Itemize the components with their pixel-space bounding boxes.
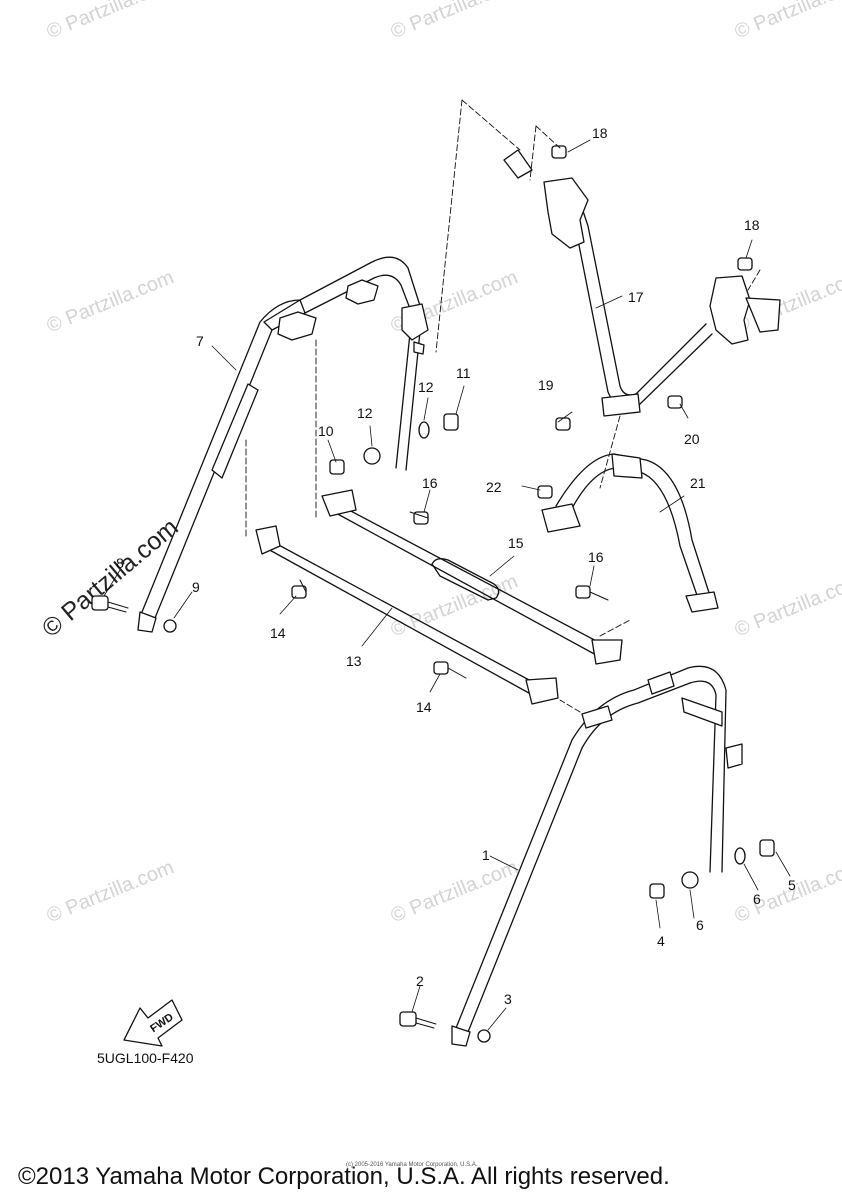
upper-cross-bar xyxy=(321,489,623,665)
callout-3: 3 xyxy=(504,991,512,1007)
callout-17: 17 xyxy=(628,289,644,305)
diagram-code: 5UGL100-F420 xyxy=(97,1050,194,1066)
bolt-22 xyxy=(537,485,553,499)
leader-lines xyxy=(103,139,791,1031)
collar-12-lower xyxy=(363,447,381,465)
callout-1: 1 xyxy=(482,847,490,863)
callout-2: 2 xyxy=(416,973,424,989)
callout-22: 22 xyxy=(486,479,502,495)
brace-bar xyxy=(503,149,781,417)
bolt-threads xyxy=(107,511,609,1029)
bolt-4 xyxy=(649,883,665,899)
bolt-2 xyxy=(399,1011,417,1027)
callout-19: 19 xyxy=(538,377,554,393)
fwd-arrow-icon xyxy=(123,999,183,1047)
bolt-20 xyxy=(667,395,683,409)
callout-6-upper: 6 xyxy=(753,891,761,907)
bolt-11 xyxy=(443,413,459,431)
bolt-16-lower xyxy=(575,585,591,599)
callout-14-center: 14 xyxy=(416,699,432,715)
bolt-19 xyxy=(555,417,571,431)
callout-5: 5 xyxy=(788,877,796,893)
bolt-18-right xyxy=(737,257,753,271)
callout-11: 11 xyxy=(456,365,471,381)
callout-14-left: 14 xyxy=(270,625,286,641)
callout-20: 20 xyxy=(684,431,700,447)
front-roll-bar xyxy=(451,665,743,1047)
small-copyright: (c) 2005-2016 Yamaha Motor Corporation, … xyxy=(346,1162,478,1168)
collar-6-lower xyxy=(681,871,699,889)
callout-12-upper: 12 xyxy=(418,379,434,395)
callout-12-lower: 12 xyxy=(357,405,373,421)
washer-12-upper xyxy=(418,421,430,439)
nut-9 xyxy=(163,619,177,633)
callout-13: 13 xyxy=(346,653,362,669)
lower-cross-bar xyxy=(255,525,559,705)
callouts: 1 2 3 4 5 6 6 7 8 9 10 11 12 12 13 14 14… xyxy=(116,125,796,1007)
bolt-5 xyxy=(759,839,775,857)
phantom-lines xyxy=(245,99,761,713)
support-bracket xyxy=(541,453,719,613)
callout-16-lower: 16 xyxy=(588,549,604,565)
copyright-notice: ©2013 Yamaha Motor Corporation, U.S.A. A… xyxy=(18,1163,670,1190)
washer-6-upper xyxy=(734,847,746,865)
callout-21: 21 xyxy=(690,475,706,491)
rear-roll-bar xyxy=(137,256,429,633)
callout-16-upper: 16 xyxy=(422,475,438,491)
callout-7: 7 xyxy=(196,333,204,349)
bolt-10 xyxy=(329,459,345,475)
bolt-18-upper xyxy=(551,145,567,159)
callout-6-lower: 6 xyxy=(696,917,704,933)
callout-18-upper: 18 xyxy=(592,125,608,141)
nut-3 xyxy=(477,1029,491,1043)
bolt-14-center xyxy=(433,661,449,675)
callout-8: 8 xyxy=(116,555,124,571)
callout-15: 15 xyxy=(508,535,524,551)
bolt-8 xyxy=(91,595,109,611)
callout-18-right: 18 xyxy=(744,217,760,233)
callout-9: 9 xyxy=(192,579,200,595)
callout-10: 10 xyxy=(318,423,334,439)
callout-4: 4 xyxy=(657,933,665,949)
